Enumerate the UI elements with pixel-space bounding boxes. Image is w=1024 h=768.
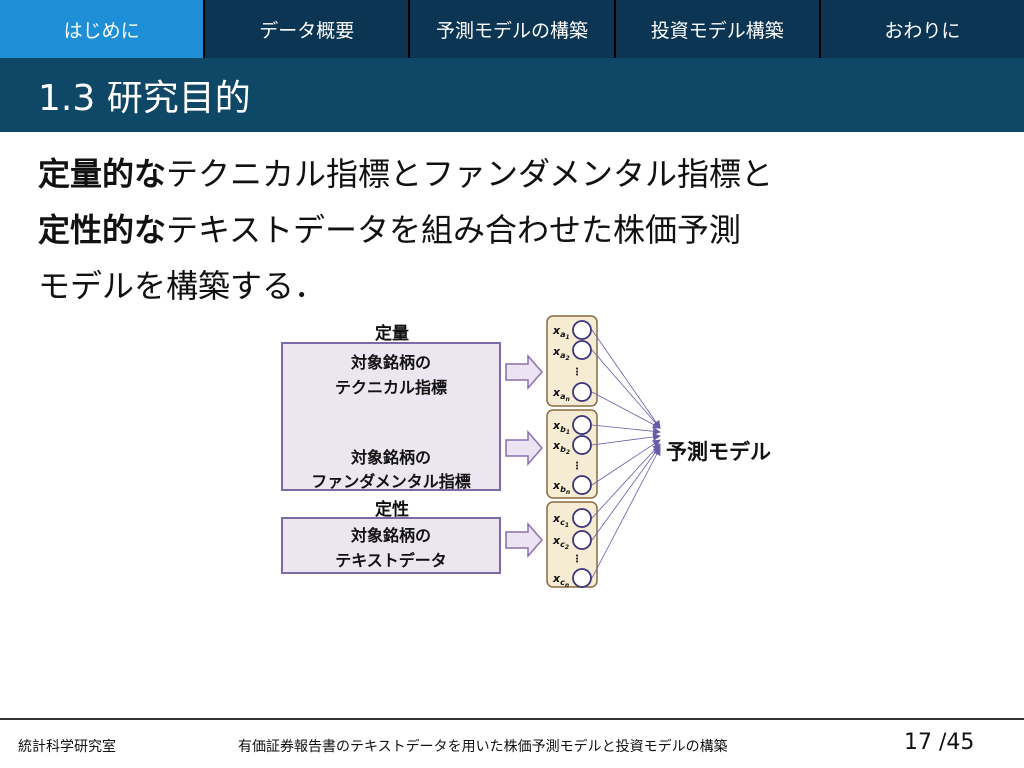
technical-line-1: 対象銘柄の	[350, 353, 431, 372]
input-panel-a	[546, 315, 598, 407]
tab-investment-model[interactable]: 投資モデル構築	[615, 0, 821, 58]
link-b2	[591, 432, 661, 446]
page-number: 17 /45	[904, 730, 975, 755]
bold-quantitative: 定量的な	[38, 155, 167, 193]
body-line-1: 定量的なテクニカル指標とファンダメンタル指標と	[38, 146, 998, 202]
text-data-line-2: テキストデータ	[335, 551, 447, 570]
input-node-c2	[572, 530, 592, 550]
link-c2	[591, 445, 661, 541]
bold-qualitative: 定性的な	[38, 211, 167, 249]
body-line-3: モデルを構築する．	[38, 267, 327, 305]
input-bn-label: xbn	[552, 479, 570, 496]
tab-introduction[interactable]: はじめに	[0, 0, 206, 58]
link-bn	[591, 439, 661, 486]
link-a1	[591, 329, 661, 429]
tab-data-overview[interactable]: データ概要	[205, 0, 411, 58]
arrow-text-icon	[505, 522, 543, 558]
input-node-bn	[572, 475, 592, 495]
arrow-fundamental-icon	[505, 430, 543, 466]
ellipsis-c: ⋮	[572, 554, 582, 565]
input-c2-label: xc2	[552, 534, 569, 551]
input-panel-b	[546, 409, 598, 499]
top-navigation: はじめに データ概要 予測モデルの構築 投資モデル構築 おわりに	[0, 0, 1024, 58]
prediction-model-label: 予測モデル	[666, 440, 771, 464]
input-node-an	[572, 382, 592, 402]
input-node-a2	[572, 340, 592, 360]
input-c1-label: xc1	[552, 512, 569, 529]
input-node-cn	[572, 568, 592, 588]
link-b1	[591, 424, 661, 436]
technical-line-2: テクニカル指標	[335, 378, 447, 397]
body-line-2-text: テキストデータを組み合わせた株価予測	[166, 211, 742, 249]
qualitative-label: 定性	[375, 499, 409, 520]
input-group-b: xb1 xb2 ⋮ xbn	[552, 415, 592, 496]
input-group-c: xc1 xc2 ⋮ xcn	[552, 508, 592, 589]
input-a1-label: xa1	[552, 324, 570, 341]
input-an-label: xan	[552, 386, 570, 403]
model-links	[591, 329, 661, 579]
body-line-2: 定性的なテキストデータを組み合わせた株価予測	[38, 202, 998, 258]
fundamental-line-1: 対象銘柄の	[350, 448, 431, 467]
input-node-b1	[572, 415, 592, 435]
qualitative-box	[281, 517, 501, 574]
footer-divider	[0, 718, 1024, 720]
quantitative-label: 定量	[375, 323, 409, 344]
text-data-line-1: 対象銘柄の	[350, 526, 431, 545]
body-line-1-text: テクニカル指標とファンダメンタル指標と	[166, 155, 774, 193]
footer-subject: 有価証券報告書のテキストデータを用いた株価予測モデルと投資モデルの構築	[238, 739, 728, 755]
slide-title-bar: 1.3 研究目的	[0, 58, 1024, 132]
input-node-b2	[572, 435, 592, 455]
link-an	[591, 391, 661, 429]
ellipsis-b: ⋮	[572, 461, 582, 472]
input-node-a1	[572, 320, 592, 340]
quantitative-box	[281, 342, 501, 491]
tab-conclusion[interactable]: おわりに	[820, 0, 1024, 58]
link-a2	[591, 349, 661, 429]
arrow-technical-icon	[505, 354, 543, 390]
ellipsis-a: ⋮	[572, 367, 582, 378]
input-a2-label: xa2	[552, 345, 570, 362]
input-b1-label: xb1	[552, 419, 570, 436]
link-cn	[591, 447, 661, 579]
input-panel-c	[546, 501, 598, 588]
footer-lab: 統計科学研究室	[18, 739, 116, 755]
input-b2-label: xb2	[552, 439, 570, 456]
slide-title: 1.3 研究目的	[38, 78, 251, 119]
input-group-a: xa1 xa2 ⋮ xan	[552, 320, 592, 403]
slide-body: 定量的なテクニカル指標とファンダメンタル指標と 定性的なテキストデータを組み合わ…	[38, 146, 998, 314]
link-c1	[591, 443, 661, 519]
input-cn-label: xcn	[552, 572, 569, 589]
fundamental-line-2: ファンダメンタル指標	[311, 472, 471, 491]
input-node-c1	[572, 508, 592, 528]
tab-prediction-model[interactable]: 予測モデルの構築	[410, 0, 616, 58]
